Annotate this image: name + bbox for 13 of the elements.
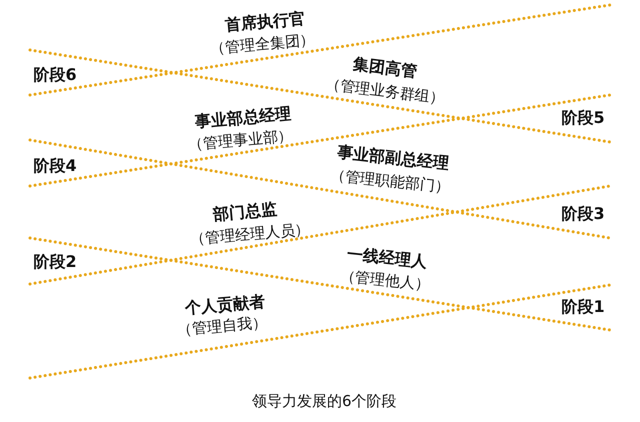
role-title: 部门总监 — [212, 198, 278, 225]
stage-label: 阶段6 — [34, 64, 77, 86]
stage-label: 阶段4 — [34, 156, 77, 176]
role-title: 首席执行官 — [224, 8, 306, 34]
caption: 领导力发展的6个阶段 — [252, 392, 397, 411]
stage-label: 阶段3 — [562, 204, 605, 224]
role-title: 个人贡献者 — [184, 291, 266, 317]
role-title: 集团高管 — [352, 54, 418, 80]
stage-label: 阶段1 — [562, 296, 605, 318]
stage-label: 阶段5 — [562, 108, 605, 128]
role-title: 一线经理人 — [346, 243, 428, 271]
stage-label: 阶段2 — [34, 252, 77, 272]
role-title: 事业部总经理 — [194, 103, 292, 131]
